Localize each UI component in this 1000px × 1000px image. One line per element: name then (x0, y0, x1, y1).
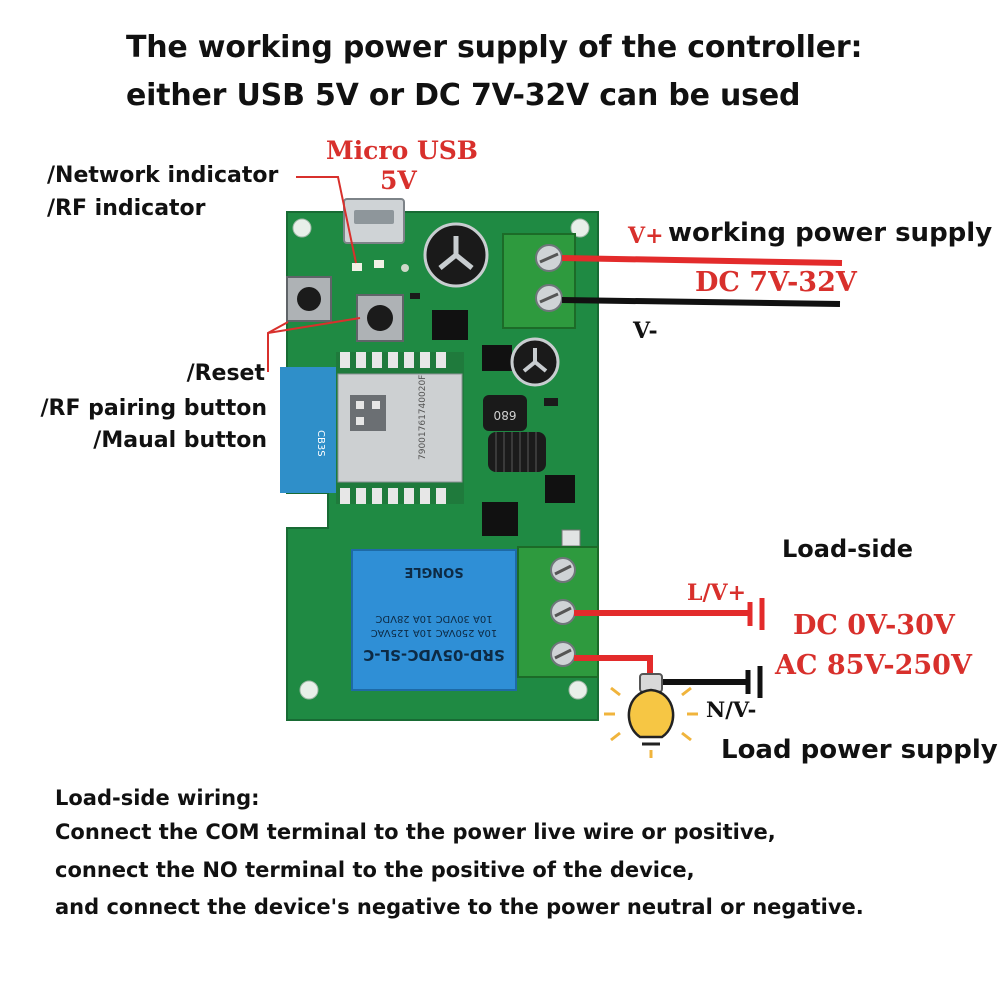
relay (351, 549, 517, 691)
vminus-label: V- (633, 318, 658, 344)
rf-antenna (488, 432, 546, 472)
lvplus-label: L/V+ (687, 580, 747, 606)
relay-rating-1: 10A 250VAC 10A 125VAC (371, 627, 498, 638)
notes-line-2: connect the NO terminal to the positive … (55, 858, 695, 882)
pairing-leader (267, 317, 361, 334)
dc-load-label: DC 0V-30V (793, 610, 955, 641)
vminus-wire (561, 297, 841, 307)
mounting-hole (292, 218, 312, 238)
inductor (483, 395, 527, 431)
network-indicator-leader (296, 176, 357, 264)
mounting-hole (568, 680, 588, 700)
rf-led (374, 260, 384, 268)
load-side-label: Load-side (782, 535, 914, 563)
usb-5v-label: 5V (380, 166, 417, 195)
vplus-wire (561, 255, 843, 266)
module-print-side: CB3S (315, 430, 326, 457)
relay-brand: SONGLE (404, 564, 463, 579)
network-led (352, 263, 362, 271)
header-line-1: The working power supply of the controll… (126, 30, 863, 65)
notes-line-1: Connect the COM terminal to the power li… (55, 820, 776, 844)
ac-load-label: AC 85V-250V (775, 650, 972, 681)
ic-chip (482, 345, 512, 371)
manual-button-label: /Maual button (93, 428, 267, 453)
ic-chip (482, 502, 518, 536)
working-power-supply-label: working power supply (668, 218, 993, 248)
ic-chip (545, 475, 575, 503)
rf-pairing-label: /RF pairing button (40, 396, 267, 421)
dc-input-label: DC 7V-32V (695, 267, 857, 298)
notes-line-3: and connect the device's negative to the… (55, 895, 864, 919)
mounting-hole (299, 680, 319, 700)
reset-label: /Reset (186, 361, 265, 386)
network-indicator-label: /Network indicator (47, 163, 279, 188)
mounting-hole (570, 218, 590, 238)
module-print-serial: 79001761740020F (418, 375, 428, 460)
rf-indicator-label: /RF indicator (47, 196, 206, 221)
notes-title: Load-side wiring: (55, 786, 260, 810)
micro-usb-label: Micro USB (326, 136, 478, 165)
no-wire (574, 655, 653, 676)
relay-model: SRD-05VDC-SL-C (363, 646, 504, 664)
vplus-label: V+ (628, 223, 664, 249)
header-line-2: either USB 5V or DC 7V-32V can be used (126, 78, 801, 113)
wifi-module-antenna (280, 367, 338, 493)
relay-rating-2: 10A 30VDC 10A 28VDC (375, 613, 492, 624)
module-pins (340, 352, 446, 504)
inductor-label: 680 (494, 408, 517, 422)
ic-chip (432, 310, 468, 340)
load-power-supply-label: Load power supply (721, 735, 998, 765)
bulb-icon (604, 673, 698, 758)
nvminus-label: N/V- (706, 697, 757, 722)
power-terminal-block (502, 233, 576, 329)
